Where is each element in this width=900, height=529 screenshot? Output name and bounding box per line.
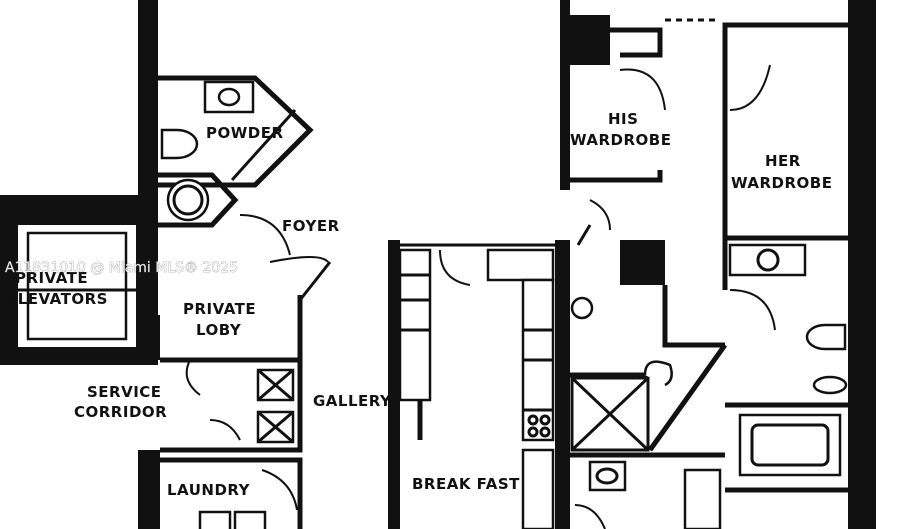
room-labels: POWDER FOYER PRIVATE ELEVATORS PRIVATE L…	[7, 110, 832, 499]
powder-room	[158, 75, 314, 188]
label-gallery: GALLERY	[313, 392, 392, 410]
his-wardrobe	[570, 18, 720, 246]
label-powder: POWDER	[206, 124, 284, 142]
label-service-corridor-2: CORRIDOR	[74, 403, 167, 421]
label-private-elevators-2: ELEVATORS	[7, 290, 108, 308]
label-his-wardrobe-2: WARDROBE	[570, 131, 671, 149]
structural-walls	[138, 0, 876, 529]
label-her-wardrobe-2: WARDROBE	[731, 174, 832, 192]
label-private-loby-2: LOBY	[196, 321, 242, 339]
kitchen-counters	[398, 248, 555, 529]
label-service-corridor-1: SERVICE	[87, 383, 162, 401]
central-bath	[570, 285, 728, 529]
foyer-closet	[158, 172, 239, 228]
master-bath	[725, 243, 848, 493]
label-his-wardrobe-1: HIS	[608, 110, 638, 128]
label-her-wardrobe-1: HER	[765, 152, 801, 170]
foyer-doors	[239, 214, 332, 360]
label-break-fast: BREAK FAST	[412, 475, 520, 493]
label-private-elevators-1: PRIVATE	[15, 269, 88, 287]
elevator-block	[0, 195, 158, 365]
label-laundry: LAUNDRY	[167, 481, 251, 499]
label-private-loby-1: PRIVATE	[183, 300, 256, 318]
her-wardrobe	[722, 22, 848, 290]
laundry-room	[160, 457, 303, 529]
label-foyer: FOYER	[282, 217, 340, 235]
mls-watermark: A11831010 @ Miami MLS® 2025	[5, 260, 238, 276]
service-closets	[160, 357, 303, 453]
